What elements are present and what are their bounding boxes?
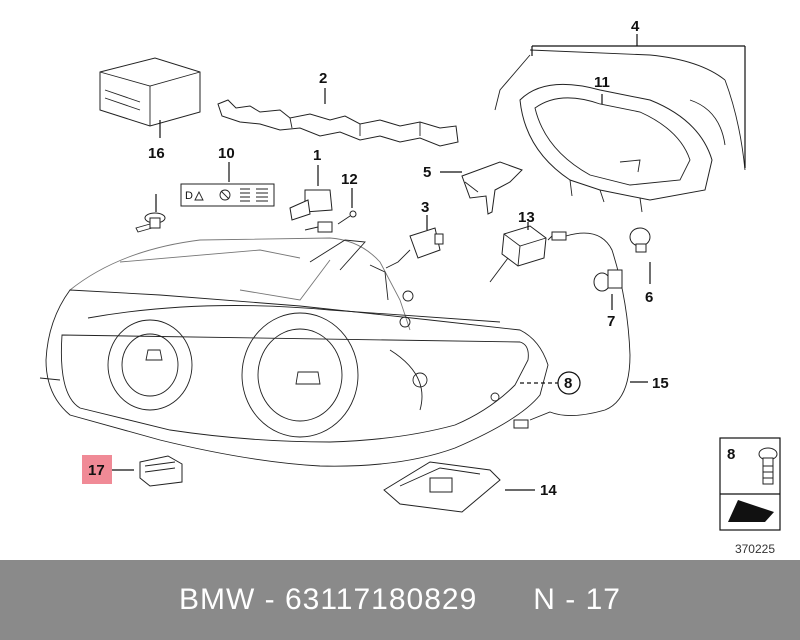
label-part-10: 10 [218, 145, 235, 162]
arrow-icon [728, 500, 774, 522]
footer-bar: BMW - 63117180829 N - 17 [0, 560, 800, 640]
part-12-clip [337, 188, 357, 225]
label-part-5: 5 [423, 164, 431, 181]
part-13-d1s-bulb [489, 222, 547, 283]
label-part-13: 13 [518, 209, 535, 226]
part-16-box [99, 57, 201, 138]
part-15-cable [513, 231, 648, 429]
label-part-6: 6 [645, 289, 653, 306]
part-14-control-unit [383, 461, 535, 513]
footer-part-info: BMW - 63117180829 N - 17 [179, 583, 621, 616]
part-3-ignitor [385, 215, 444, 269]
part-10-sticker: D [180, 162, 275, 207]
label-part-17: 17 [88, 462, 105, 479]
label-part-15: 15 [652, 375, 669, 392]
part-9-screw [135, 194, 166, 233]
part-2-bracket [217, 88, 459, 147]
headlight-parts-diagram: D [39, 18, 781, 556]
headlight-housing [39, 237, 549, 467]
svg-text:D: D [185, 190, 193, 202]
label-part-12: 12 [341, 171, 358, 188]
label-part-1: 1 [313, 147, 321, 164]
label-part-16: 16 [148, 145, 165, 162]
label-part-14: 14 [540, 482, 557, 499]
part-11-frame [519, 83, 713, 213]
label-part-11: 11 [594, 74, 610, 91]
label-part-2: 2 [319, 70, 327, 87]
highlight-part-17 [82, 455, 112, 484]
part-17-connector [112, 455, 183, 487]
part-6-bulb [629, 227, 651, 284]
label-part-8: 8 [727, 446, 735, 463]
part-7-bulb [593, 269, 623, 310]
label-part-3: 3 [421, 199, 429, 216]
label-part-7: 7 [607, 313, 615, 330]
part-1-bulb [289, 165, 333, 233]
label-part-8-ref: 8 [564, 375, 572, 392]
label-part-4: 4 [631, 18, 640, 35]
diagram-number: 370225 [735, 542, 775, 556]
callout-part-8-reference [520, 371, 581, 395]
part-5-holder [440, 161, 523, 215]
part-4-seal [494, 34, 746, 171]
inset-part-8 [719, 437, 781, 531]
